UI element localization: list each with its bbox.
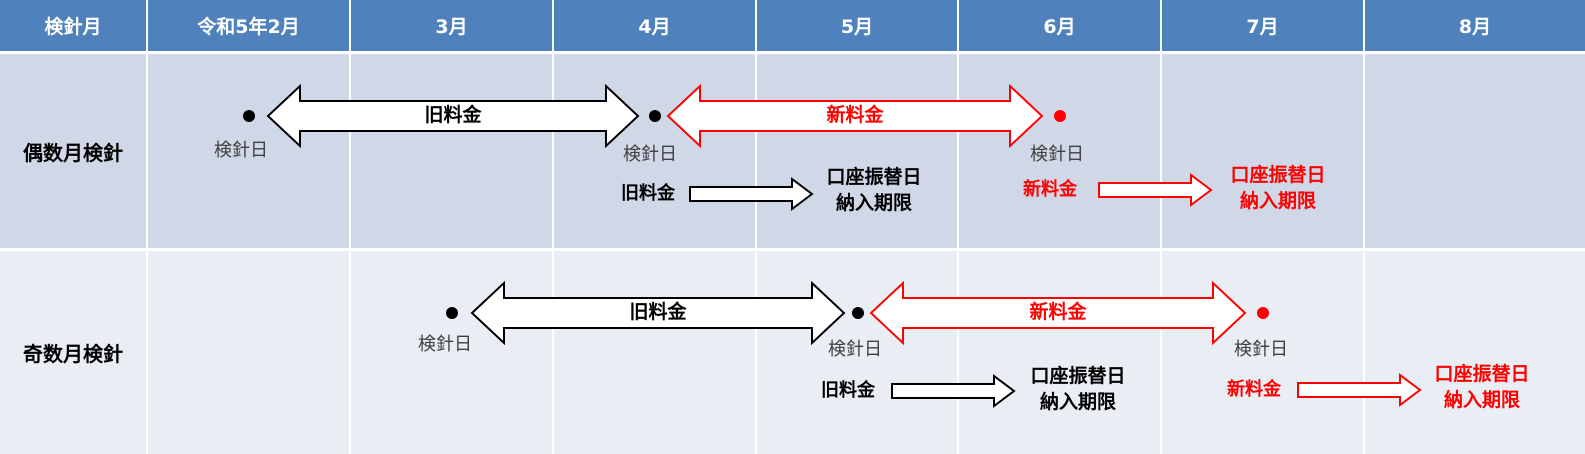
old-rate-payment-arrow [689,177,814,211]
new-rate-due-box: 口座振替日 納入期限 [1218,162,1338,214]
transfer-day-text: 口座振替日 [826,166,922,188]
meter-reading-dot [1054,110,1066,122]
old-rate-due-box: 口座振替日 納入期限 [1018,363,1138,415]
header-month-6: 7月 [1162,0,1363,51]
grid-cell [1365,54,1585,248]
old-rate-payment-label: 旧料金 [621,183,675,204]
transfer-day-text: 口座振替日 [1434,363,1530,385]
grid-cell [148,251,349,454]
meter-reading-dot [649,110,661,122]
header-month-4: 5月 [757,0,957,51]
grid-cell [351,54,552,248]
header-month-label: 令和5年2月 [197,16,300,38]
row-label-even: 偶数月検針 [0,54,146,248]
grid-cell [757,251,957,454]
header-month-column-label: 検針月 [44,16,102,38]
row-label-odd: 奇数月検針 [0,251,146,454]
header-month-label: 6月 [1043,16,1076,38]
old-rate-period-arrow [470,280,846,346]
grid-cell [351,251,552,454]
transfer-day-text: 口座振替日 [1030,365,1126,387]
grid-cell [1365,251,1585,454]
header-month-label: 7月 [1246,16,1279,38]
new-rate-payment-arrow [1098,173,1213,207]
new-rate-payment-arrow [1297,373,1422,407]
header-month-label: 3月 [435,16,468,38]
grid-cell [959,251,1160,454]
new-rate-payment-label: 新料金 [1023,179,1077,200]
header-month-label: 4月 [638,16,671,38]
grid-cell [959,54,1160,248]
meter-reading-dot [852,307,864,319]
new-rate-period-label: 新料金 [826,104,884,126]
payment-deadline-text: 納入期限 [835,192,912,214]
row-label-text: 偶数月検針 [23,140,123,165]
meter-reading-day-label: 検針日 [828,339,882,360]
old-rate-period-arrow [266,83,640,149]
transfer-day-text: 口座振替日 [1230,164,1326,186]
meter-reading-day-label: 検針日 [623,144,677,165]
header-month-column: 検針月 [0,0,146,51]
header-month-3: 4月 [554,0,755,51]
header-month-2: 3月 [351,0,552,51]
grid-cell [148,54,349,248]
row-label-text: 奇数月検針 [23,342,123,366]
old-rate-payment-label: 旧料金 [821,380,875,401]
new-rate-due-box: 口座振替日 納入期限 [1422,361,1542,413]
header-month-5: 6月 [959,0,1160,51]
header-month-label: 5月 [840,16,874,38]
meter-reading-dot [1257,307,1269,319]
new-rate-period-arrow [869,280,1247,346]
old-rate-due-box: 口座振替日 納入期限 [814,164,934,216]
grid-cell [554,251,755,454]
meter-reading-day-label: 検針日 [1234,339,1288,360]
meter-reading-dot [446,307,458,319]
old-rate-period-label: 旧料金 [629,301,687,323]
header-month-label: 8月 [1458,16,1492,38]
payment-deadline-text: 納入期限 [1239,190,1316,212]
grid-cell [554,54,755,248]
header-month-1: 令和5年2月 [148,0,349,51]
old-rate-period-label: 旧料金 [424,104,482,126]
grid-cell [1162,251,1363,454]
old-rate-payment-arrow [891,374,1016,408]
meter-reading-dot [243,110,255,122]
payment-deadline-text: 納入期限 [1443,389,1520,411]
grid-cell [1162,54,1363,248]
new-rate-period-arrow [666,83,1044,149]
new-rate-period-label: 新料金 [1029,301,1087,323]
meter-reading-day-label: 検針日 [214,140,268,161]
meter-reading-day-label: 検針日 [418,334,472,355]
meter-reading-day-label: 検針日 [1030,144,1084,165]
header-month-7: 8月 [1365,0,1585,51]
new-rate-payment-label: 新料金 [1227,379,1281,400]
payment-deadline-text: 納入期限 [1039,391,1116,413]
grid-cell [757,54,957,248]
